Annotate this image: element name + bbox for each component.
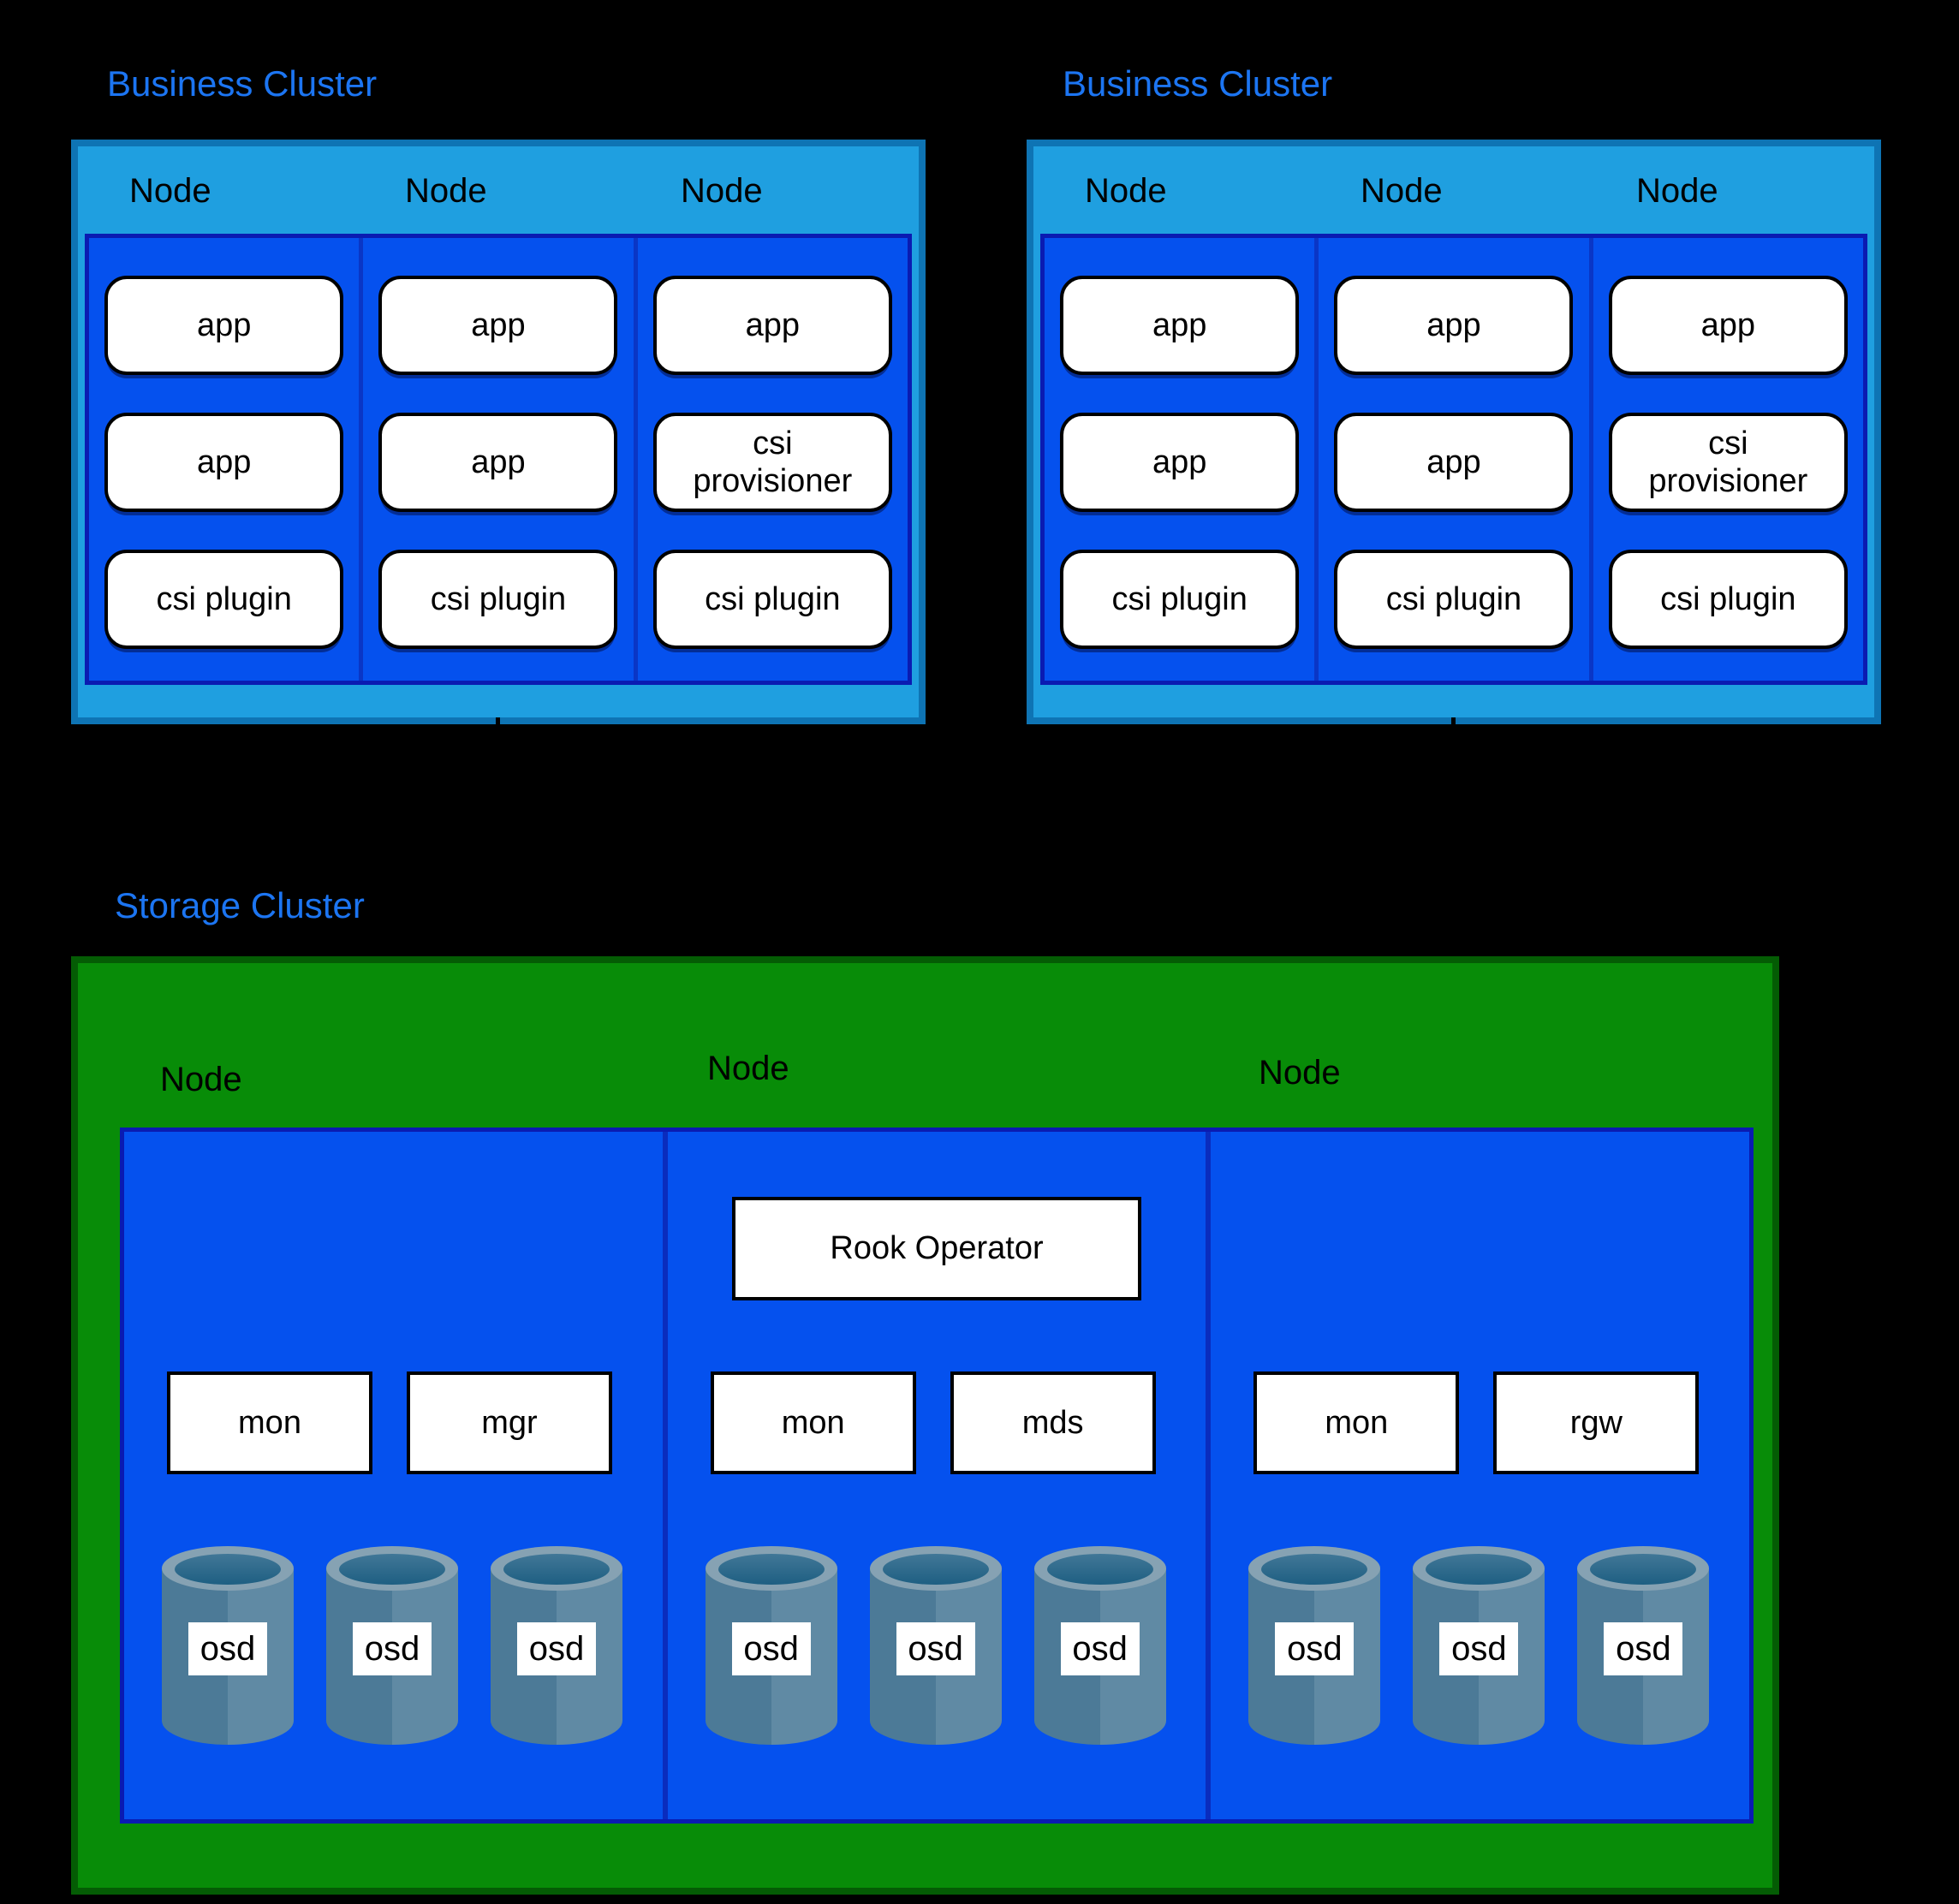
rook-operator-box: Rook Operator (732, 1197, 1141, 1300)
node-label: Node (129, 172, 211, 210)
node-column: app app csi plugin (1045, 238, 1314, 681)
storage-cluster-title: Storage Cluster (115, 885, 365, 925)
cylinder-opening (1261, 1554, 1368, 1585)
node-label: Node (1636, 172, 1718, 210)
osd-label: osd (1439, 1622, 1519, 1675)
osd-cylinder-icon: osd (1577, 1546, 1710, 1745)
cylinder-opening (175, 1554, 281, 1585)
storage-nodes-area: mon mgr osd osd (120, 1128, 1754, 1824)
connector-tick (496, 717, 500, 733)
cylinder-opening (339, 1554, 445, 1585)
pod-csi-plugin: csi plugin (1334, 550, 1574, 649)
node-label: Node (681, 172, 763, 210)
cylinder-opening (1426, 1554, 1533, 1585)
pod-app: app (1334, 276, 1574, 375)
node-label: Node (160, 1061, 242, 1098)
nodes-area: app app csi plugin app app csi plugin ap… (85, 234, 912, 685)
osd-label: osd (896, 1622, 975, 1675)
osd-cylinder-icon: osd (162, 1546, 294, 1745)
daemon-mon: mon (1253, 1371, 1460, 1474)
cylinder-opening (718, 1554, 825, 1585)
node-label: Node (1361, 172, 1443, 210)
storage-node-column: mon rgw osd osd (1206, 1132, 1749, 1819)
cylinder-opening (882, 1554, 989, 1585)
osd-cylinder-icon: osd (1248, 1546, 1381, 1745)
node-header-row: Node Node Node (1040, 146, 1867, 234)
storage-node-column: Rook Operator mon mds osd osd (662, 1132, 1206, 1819)
daemon-row: mon mgr (124, 1371, 663, 1474)
osd-cylinder-icon: osd (491, 1546, 622, 1745)
pod-app: app (1060, 276, 1300, 375)
pod-app: app (1334, 413, 1574, 512)
pod-app: app (1060, 413, 1300, 512)
business-cluster-1-box: Node Node Node app app csi plugin app ap… (71, 140, 926, 724)
pod-app: app (104, 276, 344, 375)
cylinder-opening (1046, 1554, 1153, 1585)
node-column: app csi provisioner csi plugin (633, 238, 908, 681)
osd-cylinder-icon: osd (326, 1546, 458, 1745)
osd-label: osd (1060, 1622, 1140, 1675)
osd-label: osd (1604, 1622, 1683, 1675)
daemon-mds: mds (950, 1371, 1156, 1474)
osd-cylinder-icon: osd (1033, 1546, 1166, 1745)
business-cluster-2-title: Business Cluster (1063, 63, 1333, 104)
node-column: app app csi plugin (359, 238, 633, 681)
pod-app: app (1608, 276, 1848, 375)
daemon-row: mon rgw (1211, 1371, 1749, 1474)
pod-app: app (652, 276, 892, 375)
osd-label: osd (353, 1622, 432, 1675)
pod-app: app (378, 276, 618, 375)
node-label: Node (707, 1050, 789, 1087)
pod-app: app (104, 413, 344, 512)
pod-csi-provisioner: csi provisioner (1608, 413, 1848, 512)
pod-csi-provisioner: csi provisioner (652, 413, 892, 512)
node-column: app app csi plugin (1314, 238, 1588, 681)
daemon-rgw: rgw (1493, 1371, 1700, 1474)
osd-cylinder-icon: osd (705, 1546, 837, 1745)
daemon-row: mon mds (668, 1371, 1206, 1474)
daemon-mgr: mgr (407, 1371, 612, 1474)
pod-csi-plugin: csi plugin (1060, 550, 1300, 649)
connector-tick (922, 942, 926, 959)
business-cluster-1-title: Business Cluster (107, 63, 378, 104)
node-column: app csi provisioner csi plugin (1588, 238, 1863, 681)
pod-app: app (378, 413, 618, 512)
cylinder-opening (1590, 1554, 1697, 1585)
osd-label: osd (188, 1622, 267, 1675)
node-label: Node (1259, 1054, 1341, 1092)
storage-cluster-box: Node Node Node mon mgr osd (71, 956, 1779, 1895)
osd-label: osd (517, 1622, 596, 1675)
node-column: app app csi plugin (89, 238, 359, 681)
pod-csi-plugin: csi plugin (104, 550, 344, 649)
osd-label: osd (731, 1622, 811, 1675)
connector-tick (1451, 717, 1456, 733)
node-label: Node (1085, 172, 1167, 210)
daemon-mon: mon (167, 1371, 372, 1474)
nodes-area: app app csi plugin app app csi plugin ap… (1040, 234, 1867, 685)
osd-cylinder-icon: osd (1413, 1546, 1545, 1745)
node-header-row: Node Node Node (85, 146, 912, 234)
pod-csi-plugin: csi plugin (652, 550, 892, 649)
pod-csi-plugin: csi plugin (1608, 550, 1848, 649)
daemon-mon: mon (710, 1371, 916, 1474)
storage-node-column: mon mgr osd osd (124, 1132, 663, 1819)
osd-cylinder-icon: osd (869, 1546, 1002, 1745)
node-label: Node (405, 172, 487, 210)
pod-csi-plugin: csi plugin (378, 550, 618, 649)
osd-label: osd (1275, 1622, 1355, 1675)
cylinder-opening (503, 1554, 610, 1585)
business-cluster-2-box: Node Node Node app app csi plugin app ap… (1027, 140, 1881, 724)
